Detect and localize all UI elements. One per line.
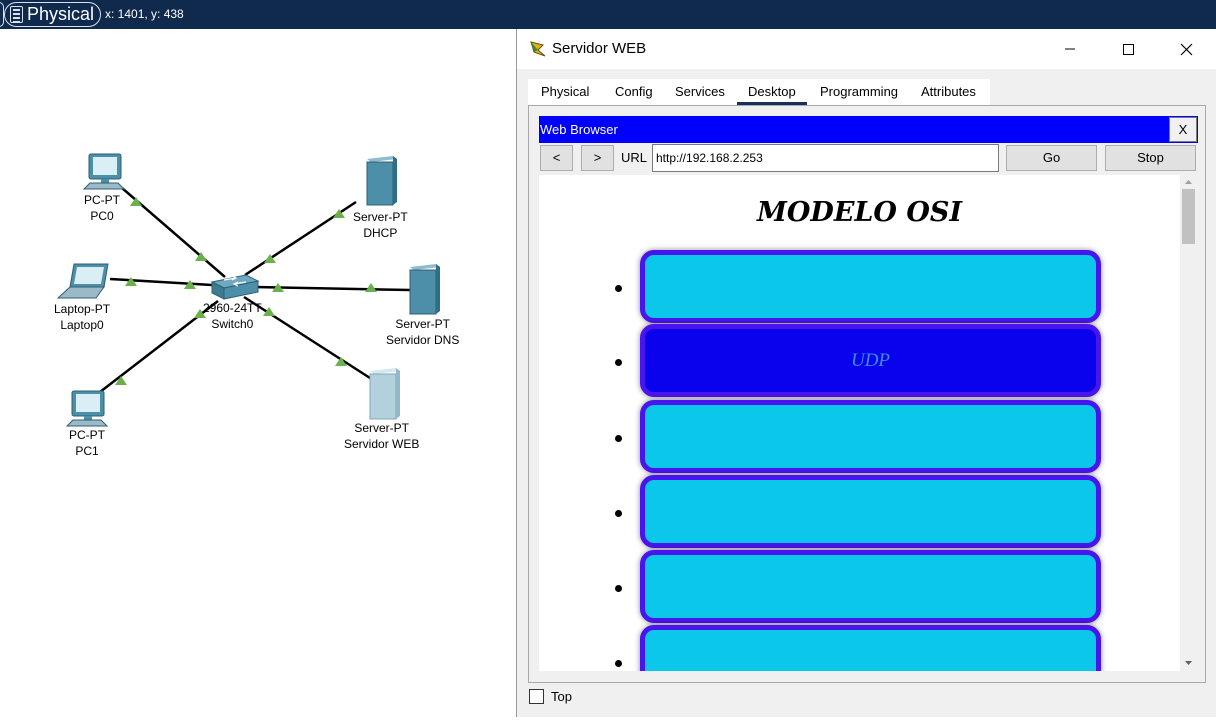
- laptop0-device-icon[interactable]: [56, 263, 109, 299]
- device-type: Server-PT: [395, 317, 451, 331]
- topology-canvas[interactable]: [0, 29, 520, 717]
- device-type: Laptop-PT: [54, 302, 111, 316]
- list-bullet: [615, 585, 622, 592]
- mode-label: Physical: [27, 4, 95, 24]
- device-type: Server-PT: [354, 421, 410, 435]
- go-button[interactable]: Go: [1006, 145, 1097, 171]
- web-label: Server-PT Servidor WEB: [344, 420, 419, 452]
- link-up-icon: [115, 376, 127, 385]
- device-dialog: Servidor WEB Physical Config Services De…: [516, 29, 1216, 717]
- always-on-top-label: Top: [551, 689, 572, 704]
- pc1-device-icon[interactable]: [65, 390, 109, 427]
- device-type: PC-PT: [84, 193, 120, 207]
- tab-programming[interactable]: Programming: [820, 84, 899, 99]
- tab-services[interactable]: Services: [675, 84, 725, 99]
- maximize-button[interactable]: [1105, 33, 1151, 65]
- link-up-icon: [264, 254, 276, 263]
- link-up-icon: [272, 283, 284, 292]
- device-name: PC1: [75, 444, 99, 458]
- link-switch-web[interactable]: [243, 295, 371, 380]
- link-status-indicators: [115, 197, 377, 385]
- url-input[interactable]: [652, 144, 999, 172]
- switch0-device-icon[interactable]: [210, 274, 260, 300]
- dns-label: Server-PT Servidor DNS: [386, 316, 459, 348]
- top-toolbar: Physical x: 1401, y: 438: [0, 0, 1216, 29]
- stop-button[interactable]: Stop: [1105, 145, 1196, 171]
- always-on-top-checkbox[interactable]: [529, 689, 544, 704]
- device-type: PC-PT: [69, 428, 105, 442]
- pc0-label: PC-PT PC0: [84, 192, 120, 224]
- dhcp-server-icon[interactable]: [366, 156, 397, 206]
- vertical-scrollbar[interactable]: [1180, 175, 1197, 671]
- link-up-icon: [333, 209, 345, 218]
- osi-layer-1[interactable]: [640, 250, 1101, 323]
- web-browser-title: Web Browser: [540, 122, 618, 137]
- list-bullet: [615, 435, 622, 442]
- link-up-icon: [130, 197, 142, 206]
- tab-config[interactable]: Config: [615, 84, 653, 99]
- osi-layer-4[interactable]: [640, 475, 1101, 548]
- scroll-up-icon[interactable]: [1180, 175, 1197, 189]
- device-name: Servidor WEB: [344, 437, 420, 451]
- web-server-icon[interactable]: [369, 368, 400, 420]
- pc1-label: PC-PT PC1: [69, 427, 105, 459]
- forward-button[interactable]: >: [581, 145, 614, 171]
- link-up-icon: [335, 357, 347, 366]
- list-bullet: [615, 510, 622, 517]
- tab-desktop[interactable]: Desktop: [737, 79, 807, 105]
- list-bullet: [615, 285, 622, 292]
- dns-server-icon[interactable]: [409, 264, 440, 315]
- link-up-icon: [194, 309, 206, 318]
- link-laptop0-switch[interactable]: [109, 277, 213, 287]
- device-name: Laptop0: [60, 318, 104, 332]
- packet-tracer-icon: [530, 41, 546, 57]
- tab-attributes[interactable]: Attributes: [921, 84, 976, 99]
- desktop-panel: Web Browser X < > URL Go Stop MODELO OSI…: [528, 105, 1206, 683]
- list-bullet: [615, 660, 622, 667]
- dialog-titlebar[interactable]: Servidor WEB: [517, 29, 1216, 69]
- workspace-icon: [10, 6, 23, 23]
- back-button[interactable]: <: [540, 145, 573, 171]
- device-type: 2960-24TT: [203, 301, 262, 315]
- osi-layer-5[interactable]: [640, 550, 1101, 623]
- logical-workspace[interactable]: PC-PT PC0 Laptop-PT Laptop0 PC-PT PC1 29…: [0, 29, 520, 717]
- physical-mode-button[interactable]: Physical: [4, 2, 102, 27]
- switch0-label: 2960-24TT Switch0: [203, 300, 262, 332]
- web-browser-titlebar: Web Browser X: [539, 116, 1198, 143]
- web-browser-close-button[interactable]: X: [1169, 117, 1197, 142]
- link-up-icon: [195, 252, 207, 261]
- close-button[interactable]: [1163, 33, 1209, 65]
- link-up-icon: [125, 277, 137, 286]
- device-name: PC0: [90, 209, 114, 223]
- osi-layer-3[interactable]: [640, 400, 1101, 473]
- pc0-device-icon[interactable]: [82, 153, 126, 190]
- minimize-button[interactable]: [1047, 33, 1093, 65]
- dialog-title: Servidor WEB: [552, 40, 647, 57]
- device-name: Servidor DNS: [386, 333, 460, 347]
- browser-viewport[interactable]: MODELO OSI UDP: [539, 175, 1180, 671]
- osi-layer-2[interactable]: UDP: [640, 324, 1101, 397]
- dhcp-label: Server-PT DHCP: [353, 209, 408, 241]
- cursor-coordinates: x: 1401, y: 438: [105, 7, 184, 21]
- device-name: Switch0: [211, 317, 254, 331]
- laptop0-label: Laptop-PT Laptop0: [54, 301, 110, 333]
- scroll-down-icon[interactable]: [1180, 656, 1197, 670]
- link-up-icon: [263, 307, 275, 316]
- page-heading: MODELO OSI: [757, 197, 962, 228]
- device-type: Server-PT: [353, 210, 408, 224]
- device-tabs: Physical Config Services Desktop Program…: [528, 79, 990, 105]
- device-name: DHCP: [363, 226, 398, 240]
- url-label: URL: [621, 150, 648, 165]
- link-up-icon: [184, 280, 196, 289]
- list-bullet: [615, 359, 622, 366]
- osi-layer-6[interactable]: [640, 625, 1101, 671]
- scroll-thumb[interactable]: [1182, 189, 1195, 244]
- link-up-icon: [365, 283, 377, 292]
- tab-physical[interactable]: Physical: [541, 84, 590, 99]
